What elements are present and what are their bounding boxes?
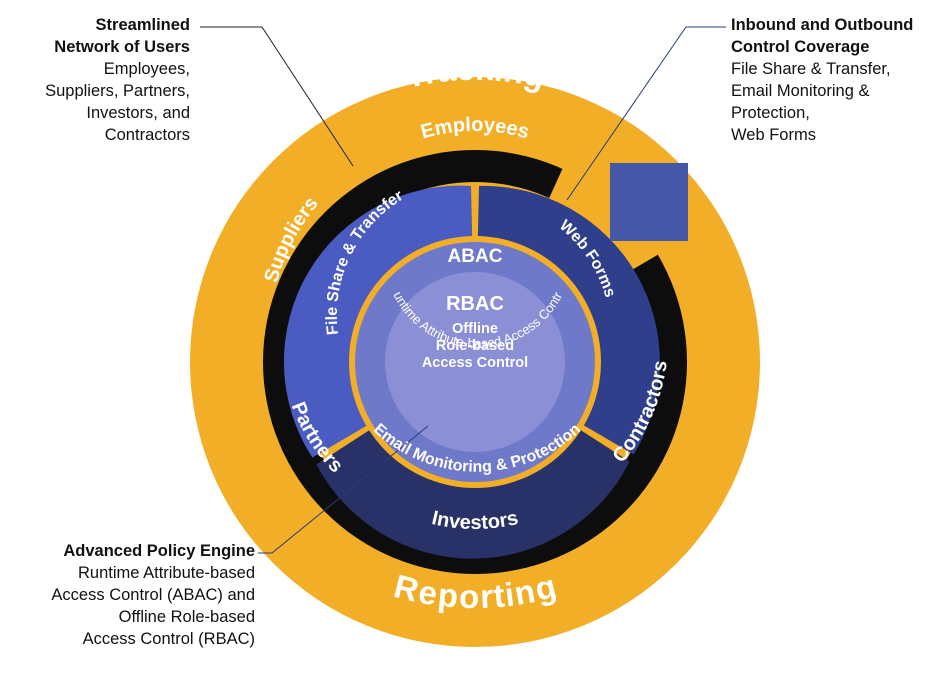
callout-coverage-line: Web Forms xyxy=(731,126,816,144)
accent-square xyxy=(610,163,688,241)
callout-users-title-1: Streamlined xyxy=(95,16,190,34)
rbac-line-1: Offline xyxy=(452,321,498,337)
rbac-line-2: Role-based xyxy=(436,338,514,354)
leader-line-coverage xyxy=(566,26,726,201)
callout-policy-line: Runtime Attribute-based xyxy=(77,564,255,582)
callout-coverage-line: Email Monitoring & xyxy=(731,82,870,100)
callout-users-line: Suppliers, Partners, xyxy=(45,82,190,100)
callout-policy-line: Access Control (RBAC) xyxy=(82,630,255,648)
rbac-title: RBAC xyxy=(446,293,504,315)
callout-policy-line: Offline Role-based xyxy=(118,608,255,626)
callout-coverage-line: File Share & Transfer, xyxy=(731,60,891,78)
callout-users-title-2: Network of Users xyxy=(54,38,190,56)
callout-users-line: Investors, and xyxy=(86,104,190,122)
rbac-line-3: Access Control xyxy=(422,355,528,371)
leader-line-users xyxy=(200,26,354,167)
callout-coverage-title-1: Inbound and Outbound xyxy=(731,16,914,34)
callout-policy-title: Advanced Policy Engine xyxy=(63,542,255,560)
callout-coverage: Inbound and Outbound Control Coverage Fi… xyxy=(731,14,946,146)
callout-coverage-title-2: Control Coverage xyxy=(731,38,870,56)
leader-line-policy xyxy=(258,425,429,554)
abac-title: ABAC xyxy=(448,246,503,267)
rbac-core xyxy=(385,272,565,452)
callout-users-line: Employees, xyxy=(103,60,190,78)
callout-policy: Advanced Policy Engine Runtime Attribute… xyxy=(10,540,255,650)
callout-policy-line: Access Control (ABAC) and xyxy=(51,586,255,604)
callout-coverage-line: Protection, xyxy=(731,104,810,122)
callout-users: Streamlined Network of Users Employees, … xyxy=(10,14,190,146)
callout-users-line: Contractors xyxy=(104,126,190,144)
